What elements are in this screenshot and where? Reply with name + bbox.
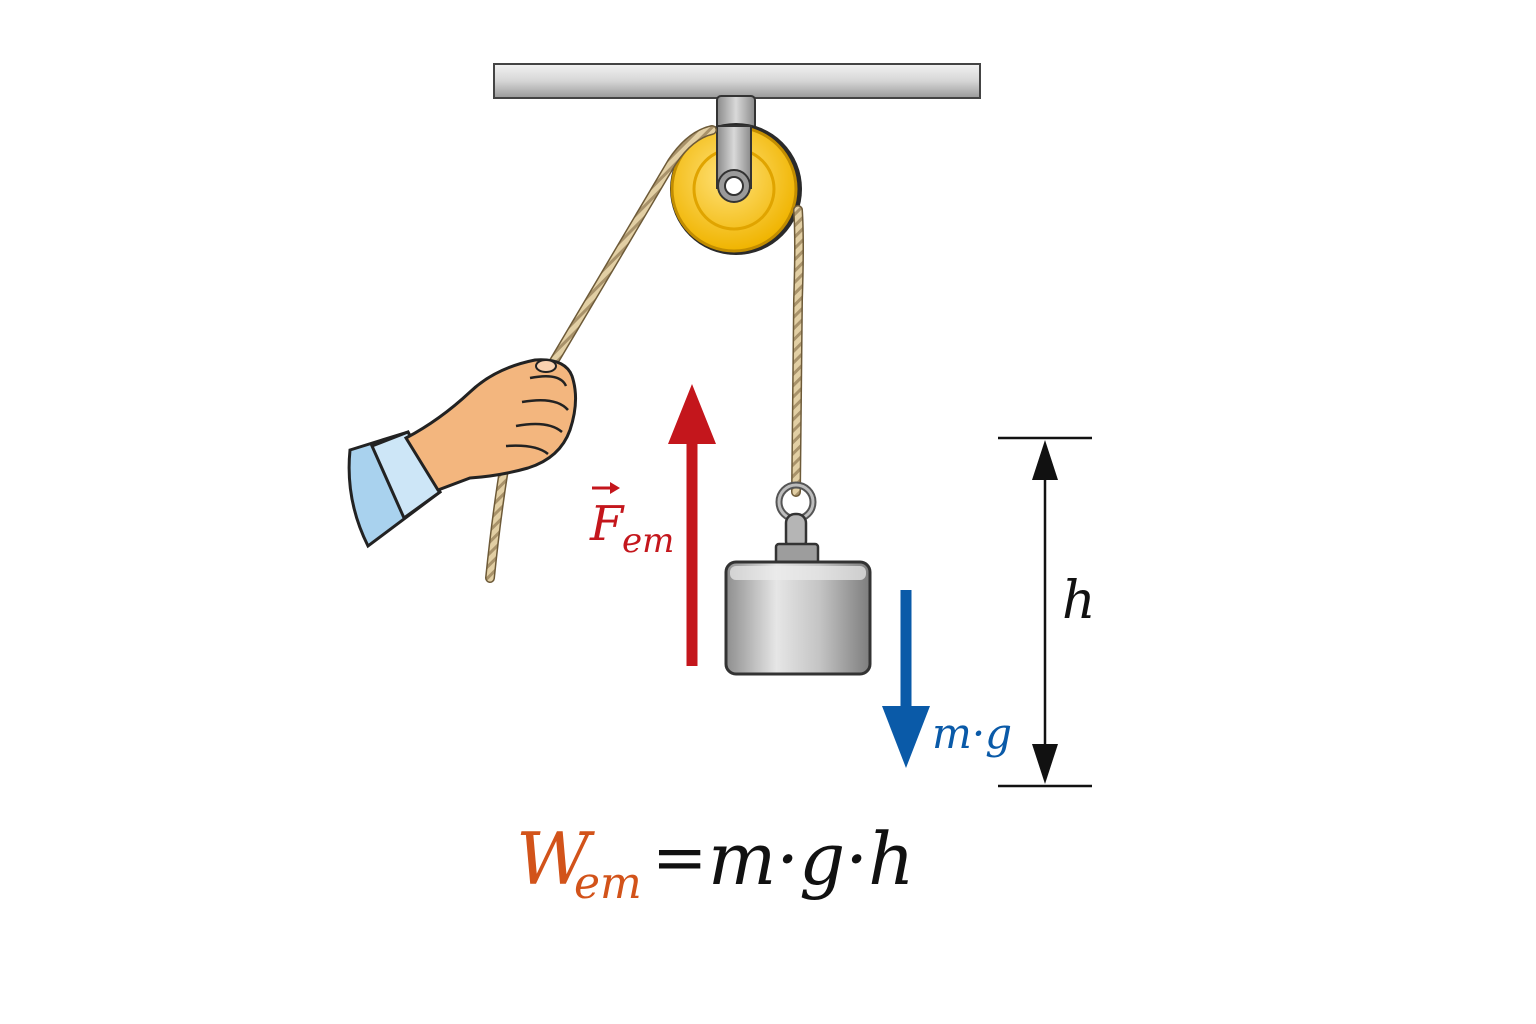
hook (774, 481, 820, 566)
weight-arrow (882, 590, 930, 768)
weight-label: m·g (932, 709, 1012, 758)
height-dimension (998, 436, 1092, 788)
equals-sign: = (652, 819, 707, 896)
formula-rhs: m·g·h (708, 817, 915, 901)
mass-block (724, 560, 872, 676)
hand-icon (347, 358, 577, 549)
pulley-wheel (670, 123, 802, 255)
force-symbol: F (589, 496, 625, 552)
force-label: F em (589, 482, 674, 561)
force-subscript: em (622, 521, 674, 561)
height-label: h (1062, 571, 1096, 631)
work-symbol: W (516, 817, 595, 901)
work-formula: W em = m·g·h (516, 817, 915, 909)
force-arrow (668, 384, 716, 666)
ceiling-beam (493, 63, 981, 99)
work-subscript: em (574, 858, 642, 909)
